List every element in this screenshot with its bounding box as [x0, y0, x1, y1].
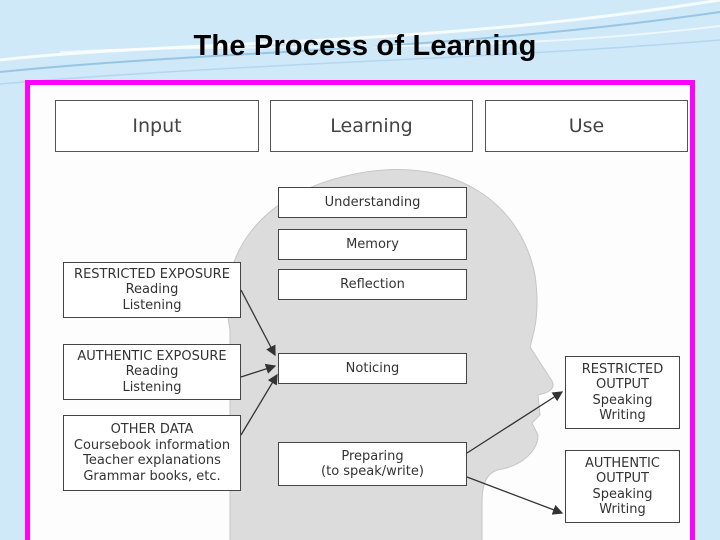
output-authentic: AUTHENTIC OUTPUT Speaking Writing [565, 450, 680, 523]
input-other-data-line2: Teacher explanations [83, 453, 221, 469]
stage-noticing: Noticing [278, 353, 467, 384]
input-other-data: OTHER DATA Coursebook information Teache… [63, 415, 241, 491]
input-restricted-exposure: RESTRICTED EXPOSURE Reading Listening [63, 262, 241, 318]
input-authentic-exposure-line2: Listening [122, 380, 181, 396]
output-restricted-line4: Writing [599, 408, 645, 424]
output-authentic-line4: Writing [599, 502, 645, 518]
input-authentic-exposure: AUTHENTIC EXPOSURE Reading Listening [63, 344, 241, 400]
input-authentic-exposure-line1: Reading [126, 364, 179, 380]
output-authentic-line3: Speaking [592, 487, 652, 503]
stage-memory: Memory [278, 229, 467, 260]
stage-preparing-line1: Preparing [341, 449, 403, 464]
output-restricted-line1: RESTRICTED [582, 362, 664, 378]
header-input: Input [55, 100, 259, 152]
input-authentic-exposure-title: AUTHENTIC EXPOSURE [77, 349, 226, 365]
input-other-data-line1: Coursebook information [74, 438, 230, 454]
stage-understanding: Understanding [278, 187, 467, 218]
stage-preparing-line2: (to speak/write) [321, 464, 424, 479]
input-other-data-line3: Grammar books, etc. [83, 469, 220, 485]
input-restricted-exposure-title: RESTRICTED EXPOSURE [74, 267, 230, 283]
output-restricted-line2: OUTPUT [596, 377, 649, 393]
output-authentic-line2: OUTPUT [596, 471, 649, 487]
output-restricted-line3: Speaking [592, 393, 652, 409]
input-other-data-title: OTHER DATA [111, 422, 194, 438]
stage-reflection: Reflection [278, 269, 467, 300]
output-authentic-line1: AUTHENTIC [585, 456, 660, 472]
header-learning: Learning [270, 100, 473, 152]
header-use: Use [485, 100, 688, 152]
slide-title: The Process of Learning [0, 30, 720, 63]
output-restricted: RESTRICTED OUTPUT Speaking Writing [565, 356, 680, 429]
input-restricted-exposure-line1: Reading [126, 282, 179, 298]
input-restricted-exposure-line2: Listening [122, 298, 181, 314]
learning-process-diagram: Input Learning Use Understanding Memory … [30, 85, 690, 540]
diagram-frame: Input Learning Use Understanding Memory … [25, 80, 695, 540]
stage-preparing: Preparing (to speak/write) [278, 442, 467, 486]
